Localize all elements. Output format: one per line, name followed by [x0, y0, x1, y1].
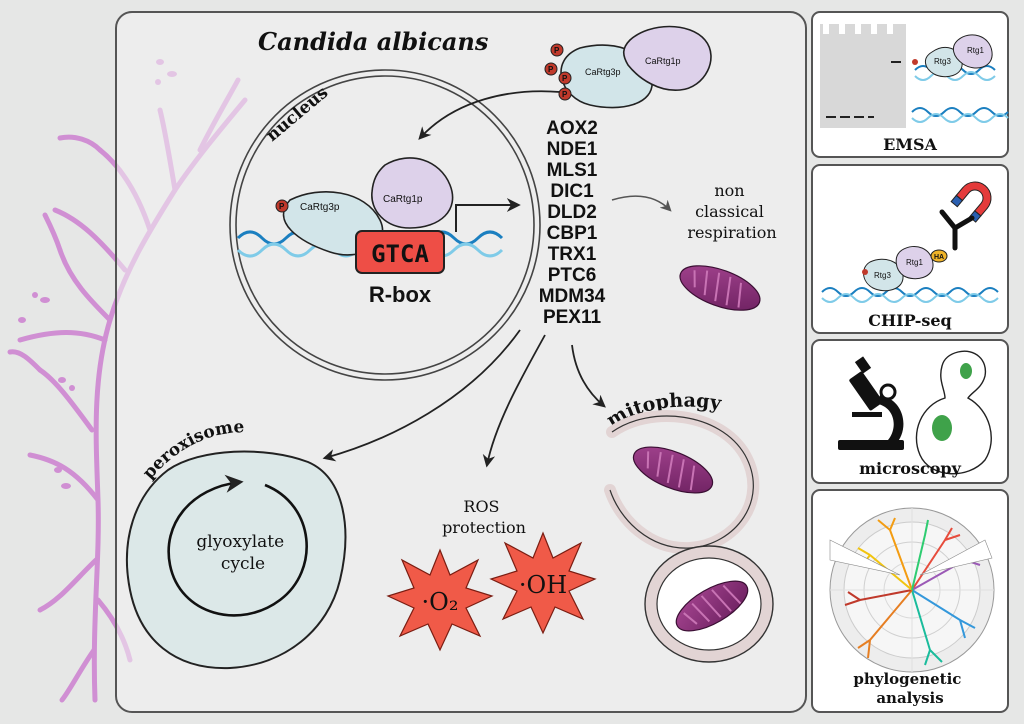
chip-title: CHIP-seq — [868, 311, 952, 330]
arrow-to-mitophagy — [571, 344, 606, 408]
svg-text:P: P — [554, 46, 560, 55]
mitochondrion-icon — [675, 580, 749, 632]
mitochondrion-icon — [632, 446, 714, 494]
svg-text:·OH: ·OH — [519, 571, 567, 599]
gtca-box — [355, 230, 445, 274]
gene: TRX1 — [548, 244, 597, 265]
gene: MDM34 — [539, 286, 606, 307]
gene: PEX11 — [543, 307, 602, 328]
svg-text:CaRtg3p: CaRtg3p — [300, 202, 340, 213]
phylo-title: phylogenetic analysis — [853, 670, 966, 707]
svg-text:P: P — [279, 202, 285, 211]
gene: AOX2 — [546, 118, 598, 139]
emsa-title: EMSA — [883, 135, 937, 154]
arrow-to-peroxisome — [322, 329, 521, 462]
gene: DIC1 — [550, 181, 594, 202]
arrow-to-ros — [482, 334, 546, 468]
emsa-gel — [820, 24, 906, 128]
microscopy-title: microscopy — [859, 459, 961, 478]
gene: NDE1 — [547, 139, 598, 160]
gtca-motif: GTCA — [371, 240, 429, 268]
respiration-arrow — [611, 195, 672, 212]
antibody-icon — [939, 209, 975, 251]
cytoplasmic-complex: CaRtg3p CaRtg1p P P P P — [544, 25, 712, 109]
chip-complex: Rtg3 Rtg1 HA — [821, 246, 999, 303]
svg-text:CaRtg1p: CaRtg1p — [383, 194, 423, 205]
yeast-cell-icon — [915, 350, 992, 475]
glyoxylate-label: glyoxylate cycle — [196, 532, 289, 574]
svg-text:HA: HA — [934, 254, 944, 261]
emsa-free-dna — [911, 107, 1009, 123]
phylogenetic-tree-icon — [829, 507, 995, 673]
import-arrow — [418, 90, 561, 140]
svg-text:P: P — [562, 90, 568, 99]
emsa-complex: Rtg3 Rtg1 — [912, 34, 996, 81]
gene: MLS1 — [547, 160, 598, 181]
nucleus — [229, 69, 541, 381]
organism-title: Candida albicans — [258, 27, 489, 56]
svg-text:CaRtg3p: CaRtg3p — [585, 67, 621, 77]
svg-text:Rtg1: Rtg1 — [967, 46, 984, 55]
svg-text:CaRtg1p: CaRtg1p — [645, 56, 681, 66]
r-box-label: R-box — [369, 282, 432, 307]
gene: CBP1 — [547, 223, 598, 244]
gene: DLD2 — [547, 202, 597, 223]
peroxisome — [126, 450, 347, 670]
superoxide-star: ·O₂ — [386, 548, 494, 652]
hydroxyl-star: ·OH — [489, 531, 597, 635]
svg-text:·O₂: ·O₂ — [422, 588, 459, 616]
svg-text:Rtg3: Rtg3 — [874, 271, 891, 280]
phospho-group: P P P P — [544, 43, 572, 101]
gene-list: AOX2 NDE1 MLS1 DIC1 DLD2 CBP1 TRX1 PTC6 … — [539, 118, 606, 328]
svg-text:P: P — [548, 65, 554, 74]
mitochondrion-icon — [679, 265, 761, 311]
ros-label: ROS protection — [442, 497, 526, 537]
svg-text:Rtg3: Rtg3 — [934, 57, 951, 66]
gene: PTC6 — [548, 265, 597, 286]
microscope-icon — [838, 356, 904, 450]
cycle-arrow — [167, 474, 308, 617]
svg-text:P: P — [562, 74, 568, 83]
respiration-label: non classical respiration — [687, 181, 776, 242]
transcription-arrow — [455, 198, 521, 232]
svg-text:Rtg1: Rtg1 — [906, 258, 923, 267]
